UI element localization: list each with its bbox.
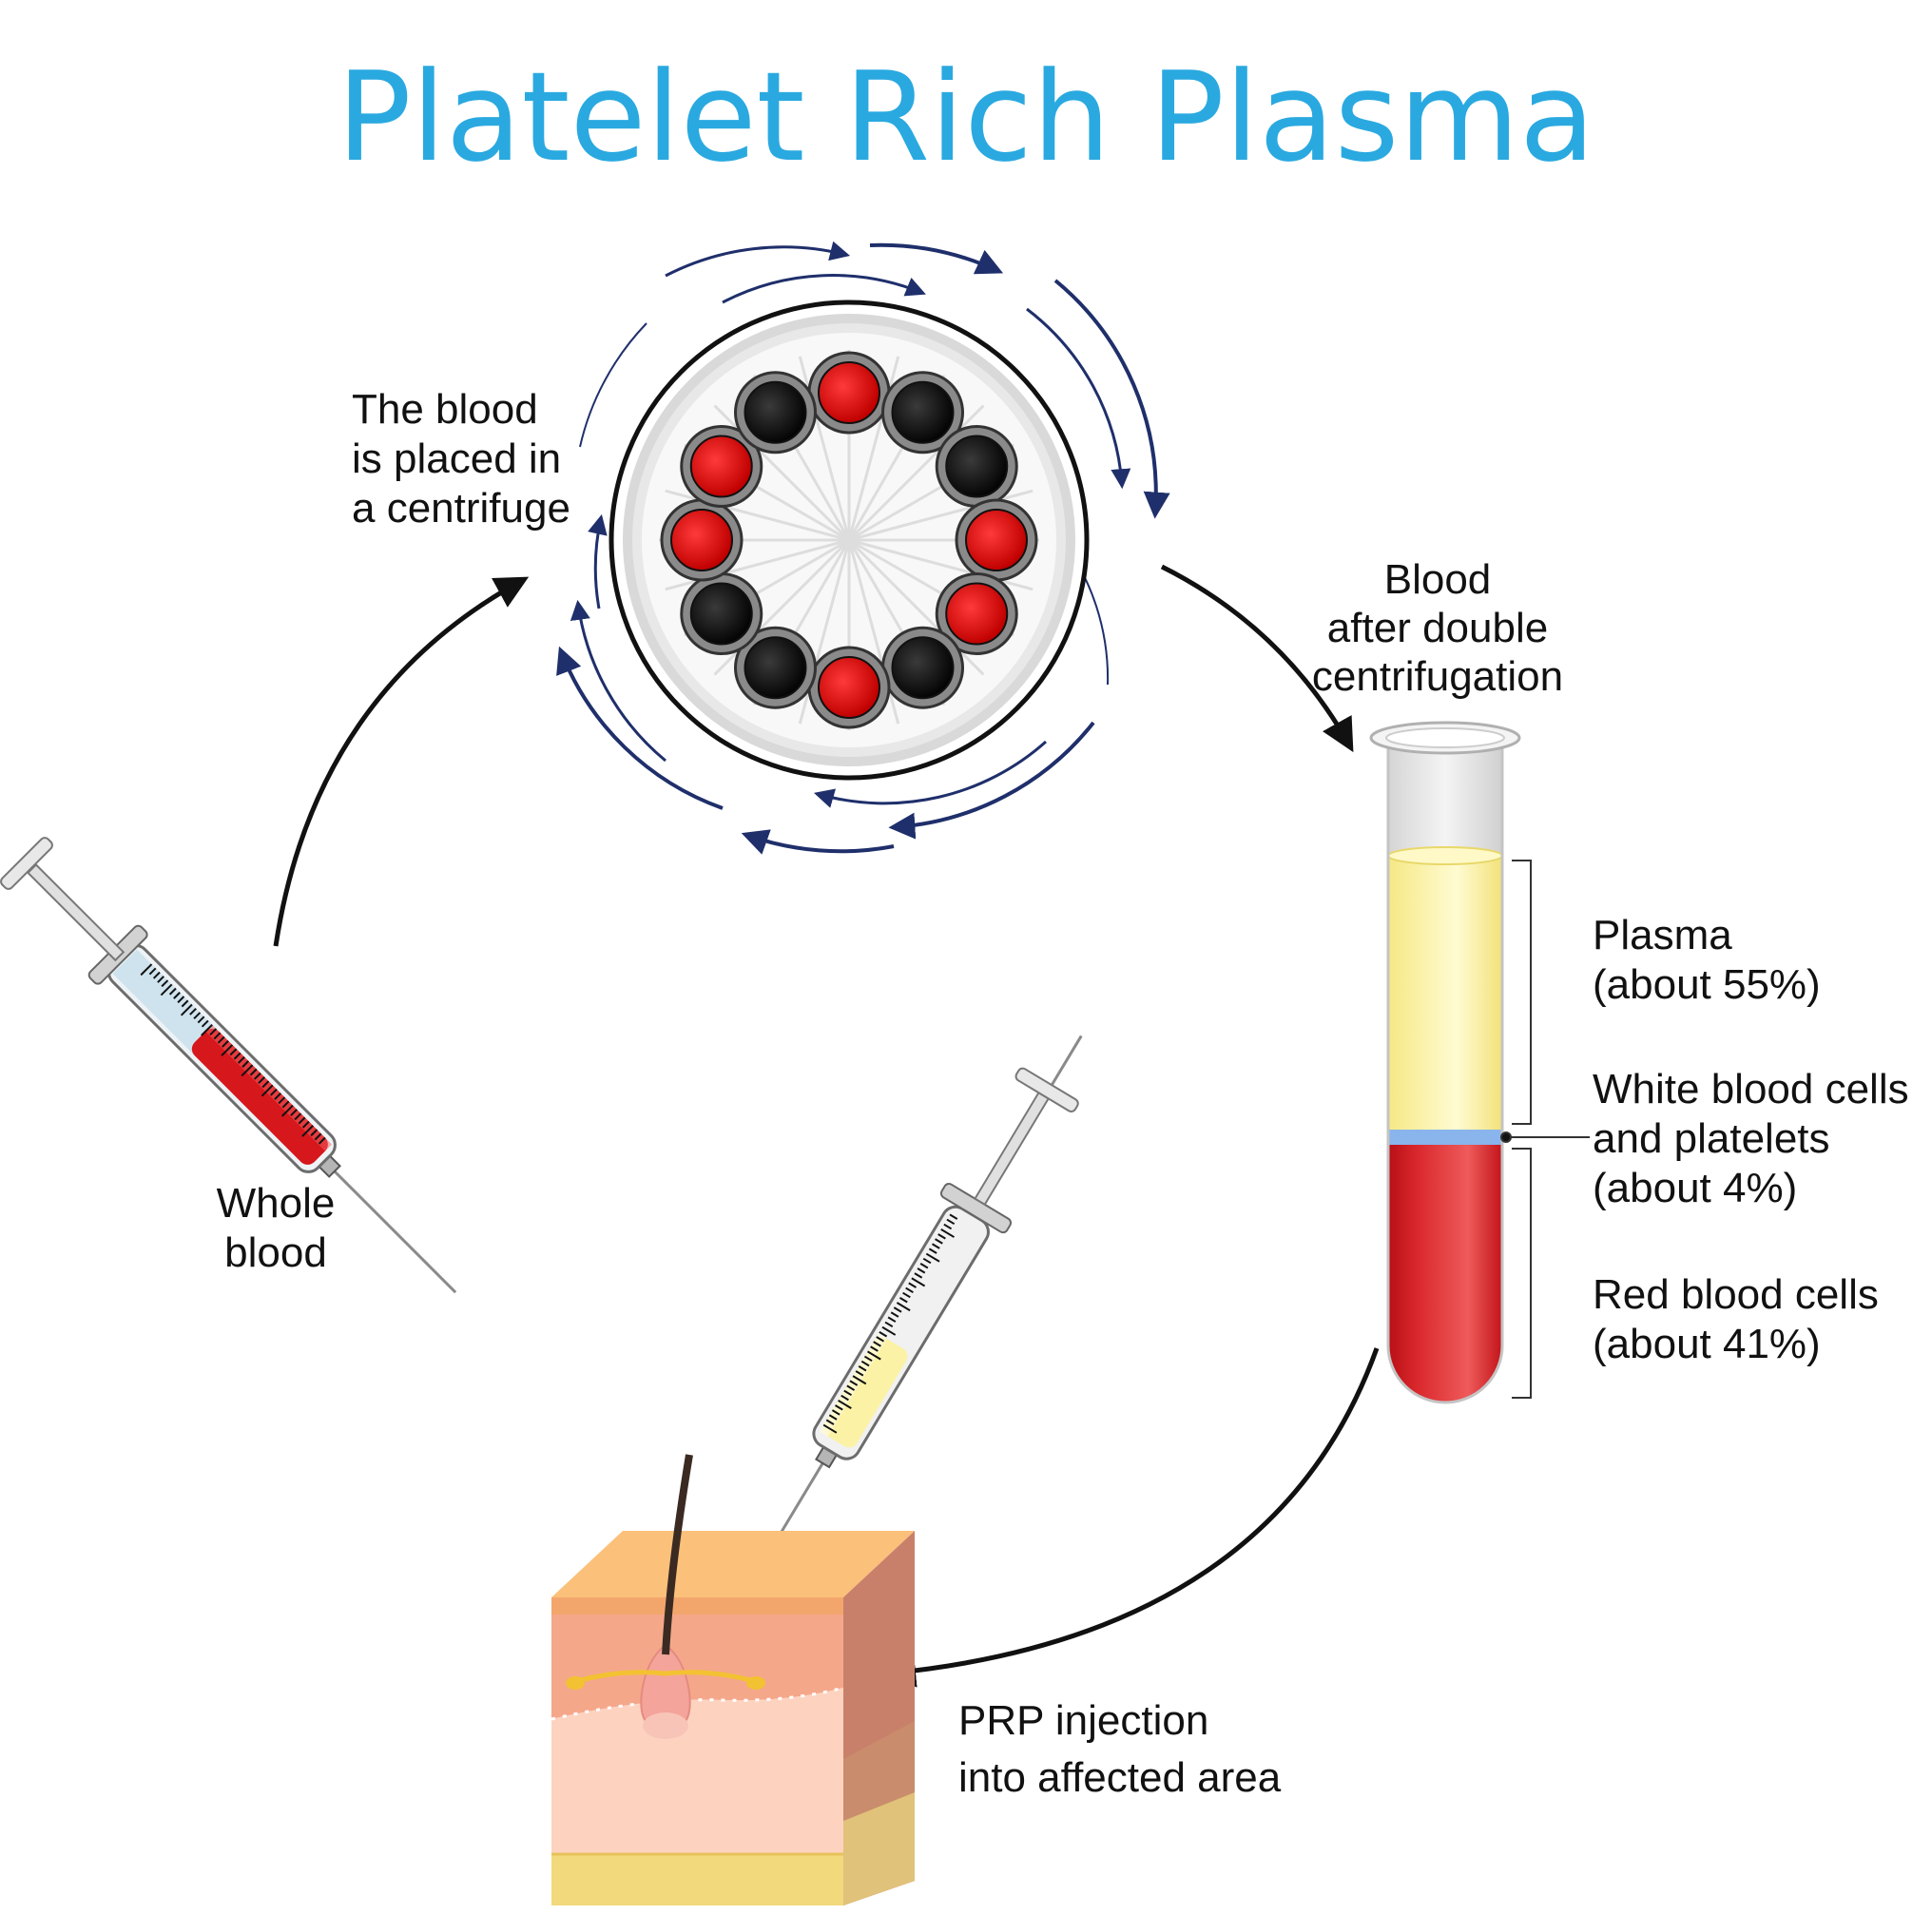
label-whole-blood: Whole blood <box>217 1180 336 1276</box>
label-red-cells: Red blood cells (about 41%) <box>1593 1271 1879 1367</box>
label-line: and platelets <box>1593 1115 1830 1162</box>
blood-tube-hole <box>807 646 891 729</box>
test-tube <box>1369 721 1521 1404</box>
rotation-arrows <box>556 241 1170 855</box>
blood-tube-hole <box>660 498 744 582</box>
layer-brackets <box>1500 860 1590 1399</box>
page-title: Platelet Rich Plasma <box>337 45 1594 189</box>
sample-tubes <box>660 351 1038 729</box>
label-line: into affected area <box>958 1754 1282 1801</box>
label-line: (about 55%) <box>1593 961 1821 1008</box>
blood-tube-hole <box>807 351 891 435</box>
label-line: PRP injection <box>958 1697 1208 1744</box>
label-buffy-coat: White blood cells and platelets (about 4… <box>1593 1066 1909 1211</box>
label-line: centrifugation <box>1312 653 1563 700</box>
red-cell-layer <box>1388 1145 1502 1402</box>
process-arrows <box>273 564 1380 1688</box>
empty-tube-hole <box>881 626 964 709</box>
buffy-coat-layer <box>1388 1130 1502 1145</box>
label-line: a centrifuge <box>352 485 570 532</box>
label-line: Blood <box>1384 556 1492 603</box>
label-line: blood <box>224 1229 327 1276</box>
label-line: (about 4%) <box>1593 1165 1797 1211</box>
blood-tube-hole <box>935 572 1018 655</box>
skin-cross-section <box>551 1454 915 1905</box>
label-line: Red blood cells <box>1593 1271 1879 1318</box>
syringe-prp-body <box>725 1067 1079 1623</box>
empty-tube-hole <box>734 626 817 709</box>
label-after-centrifugation: Blood after double centrifugation <box>1312 556 1563 700</box>
empty-tube-hole <box>680 572 763 655</box>
label-line: The blood <box>352 386 538 433</box>
empty-tube-hole <box>734 371 817 455</box>
label-line: Plasma <box>1593 912 1732 958</box>
label-plasma: Plasma (about 55%) <box>1593 912 1821 1008</box>
centrifuge <box>556 241 1170 855</box>
blood-tube-hole <box>955 498 1038 582</box>
label-line: is placed in <box>352 435 561 482</box>
blood-tube-hole <box>680 425 763 508</box>
label-line: (about 41%) <box>1593 1321 1821 1367</box>
syringe-whole-blood <box>0 837 457 1294</box>
label-line: White blood cells <box>1593 1066 1909 1112</box>
label-centrifuge: The blood is placed in a centrifuge <box>352 386 570 532</box>
empty-tube-hole <box>935 425 1018 508</box>
label-line: Whole <box>217 1180 336 1227</box>
label-injection: PRP injection into affected area <box>958 1697 1282 1801</box>
plasma-layer <box>1388 854 1502 1130</box>
label-line: after double <box>1327 605 1548 651</box>
empty-tube-hole <box>881 371 964 455</box>
